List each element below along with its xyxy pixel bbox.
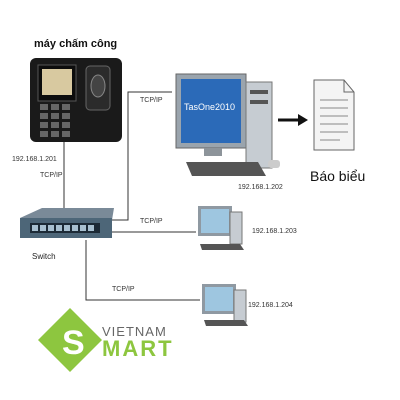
switch-label: Switch: [32, 252, 56, 261]
server-ip: 192.168.1.202: [238, 184, 283, 191]
client2-link-label: TCP/IP: [112, 286, 135, 293]
report-label: Báo biểu: [310, 168, 366, 184]
server-screen-text: TasOne2010: [184, 102, 236, 112]
client1-ip: 192.168.1.203: [252, 228, 297, 235]
svg-text:S: S: [62, 324, 85, 362]
client1-link-label: TCP/IP: [140, 218, 163, 225]
logo-top-text: VIETNAM: [102, 324, 167, 339]
logo-bottom-text: MART: [102, 336, 174, 361]
device-title: máy chấm công: [34, 38, 118, 50]
client2-ip: 192.168.1.204: [248, 302, 293, 309]
device-link-label: TCP/IP: [40, 172, 63, 179]
server-link-label: TCP/IP: [140, 97, 163, 104]
device-ip: 192.168.1.201: [12, 156, 57, 163]
